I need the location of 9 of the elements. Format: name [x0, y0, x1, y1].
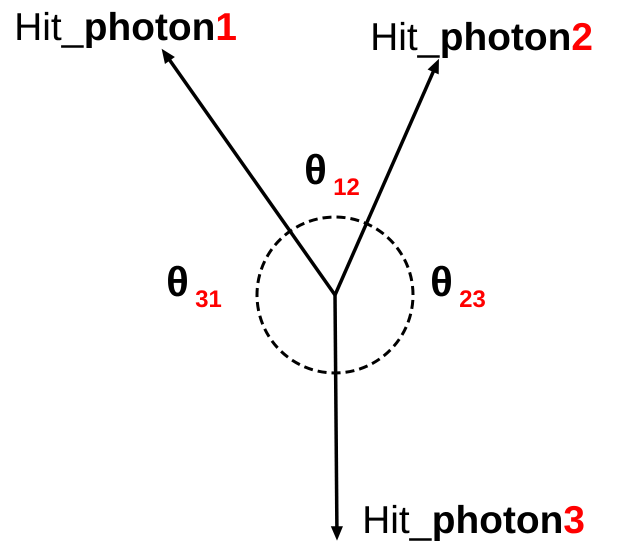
angle-symbol: θ — [168, 266, 187, 296]
angle-index: 23 — [460, 290, 485, 308]
photon-label: Hit_photon1 — [17, 12, 236, 48]
photon-label: Hit_photon2 — [373, 22, 592, 58]
angle-index: 12 — [334, 178, 359, 195]
angle-symbol: θ — [306, 154, 325, 184]
dashed-angle-circle — [256, 215, 414, 374]
photon-label: Hit_photon3 — [365, 504, 584, 542]
angle-index: 31 — [196, 290, 222, 308]
